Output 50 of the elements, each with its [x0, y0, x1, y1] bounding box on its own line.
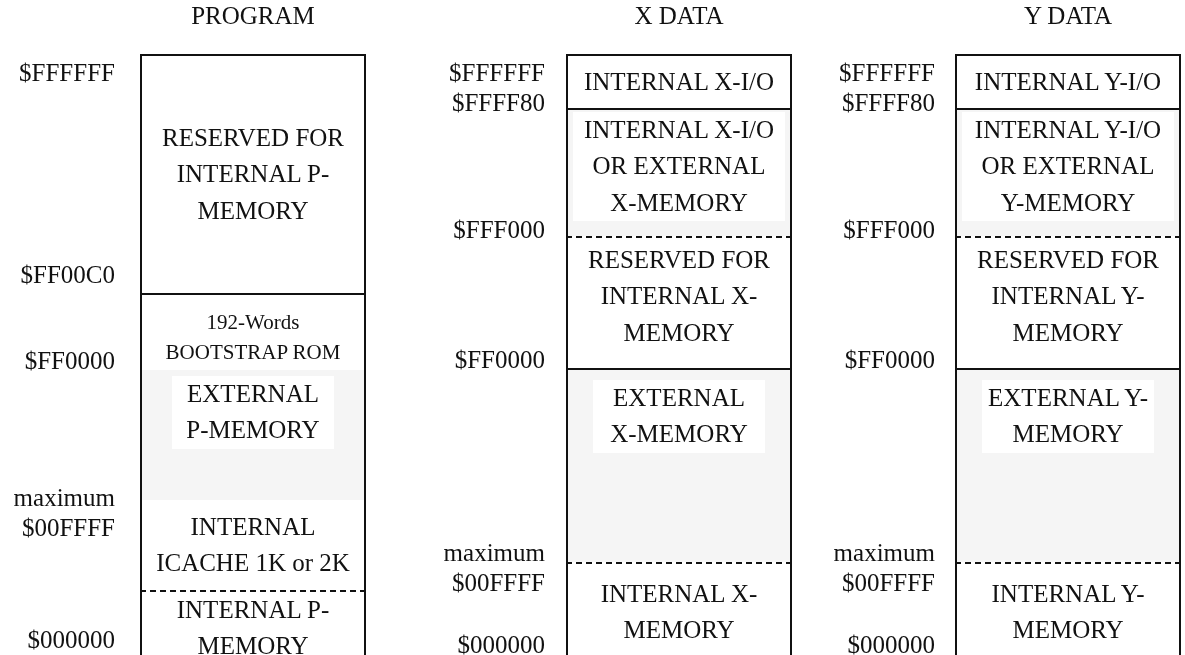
memory-region	[566, 236, 792, 368]
memory-region	[140, 370, 366, 500]
region-label: INTERNAL Y-I/O	[974, 66, 1162, 97]
region-label: RESERVED FOR INTERNAL P-MEMORY	[160, 123, 346, 226]
memory-region	[955, 54, 1181, 108]
memory-region	[566, 562, 792, 655]
address-label: maximum $00FFFF	[12, 483, 115, 543]
column-heading: Y DATA	[1023, 2, 1112, 30]
address-label: $FFFFFF	[448, 58, 545, 88]
address-label: $FFF000	[452, 215, 545, 245]
region-label: INTERNAL ICACHE 1K or 2K	[155, 511, 351, 578]
region-label: RESERVED FOR INTERNAL X-MEMORY	[586, 245, 772, 348]
region-label: INTERNAL Y-MEMORY	[990, 579, 1146, 646]
memory-region	[566, 368, 792, 562]
region-label: INTERNAL X-I/O OR EXTERNAL X-MEMORY	[573, 112, 785, 221]
address-label: $FF0000	[453, 345, 545, 375]
address-label: $FF0000	[843, 345, 935, 375]
memory-region	[566, 54, 792, 108]
memory-region	[140, 293, 366, 370]
address-label: $000000	[26, 625, 115, 655]
address-label: maximum $00FFFF	[832, 538, 935, 598]
region-label: INTERNAL P-MEMORY	[175, 595, 331, 655]
region-label: RESERVED FOR INTERNAL Y-MEMORY	[975, 245, 1161, 348]
address-label: maximum $00FFFF	[442, 538, 545, 598]
column-heading: PROGRAM	[191, 2, 315, 30]
region-label: EXTERNAL P-MEMORY	[172, 376, 334, 449]
memory-region	[140, 54, 366, 293]
address-label: $000000	[456, 630, 545, 655]
address-label: $FFF000	[842, 215, 935, 245]
memory-region	[140, 500, 366, 590]
address-label: $FFFFFF	[18, 58, 115, 88]
address-label: $FF0000	[23, 346, 115, 376]
region-label: INTERNAL Y-I/O OR EXTERNAL Y-MEMORY	[962, 112, 1174, 221]
address-label: $FF00C0	[19, 260, 115, 290]
region-label: 192-Words BOOTSTRAP ROM	[164, 309, 342, 367]
region-label: INTERNAL X-I/O	[584, 66, 774, 97]
memory-region	[955, 108, 1181, 236]
memory-region	[566, 108, 792, 236]
memory-region	[955, 236, 1181, 368]
column-heading: X DATA	[634, 2, 724, 30]
region-label: EXTERNAL Y-MEMORY	[982, 380, 1154, 453]
address-label: $FFFF80	[840, 88, 935, 118]
address-label: $FFFF80	[450, 88, 545, 118]
region-label: INTERNAL X-MEMORY	[599, 579, 759, 646]
memory-region	[955, 562, 1181, 655]
address-label: $FFFFFF	[838, 58, 935, 88]
memory-region	[955, 368, 1181, 562]
region-label: EXTERNAL X-MEMORY	[593, 380, 765, 453]
memory-region	[140, 590, 366, 655]
address-label: $000000	[846, 630, 935, 655]
